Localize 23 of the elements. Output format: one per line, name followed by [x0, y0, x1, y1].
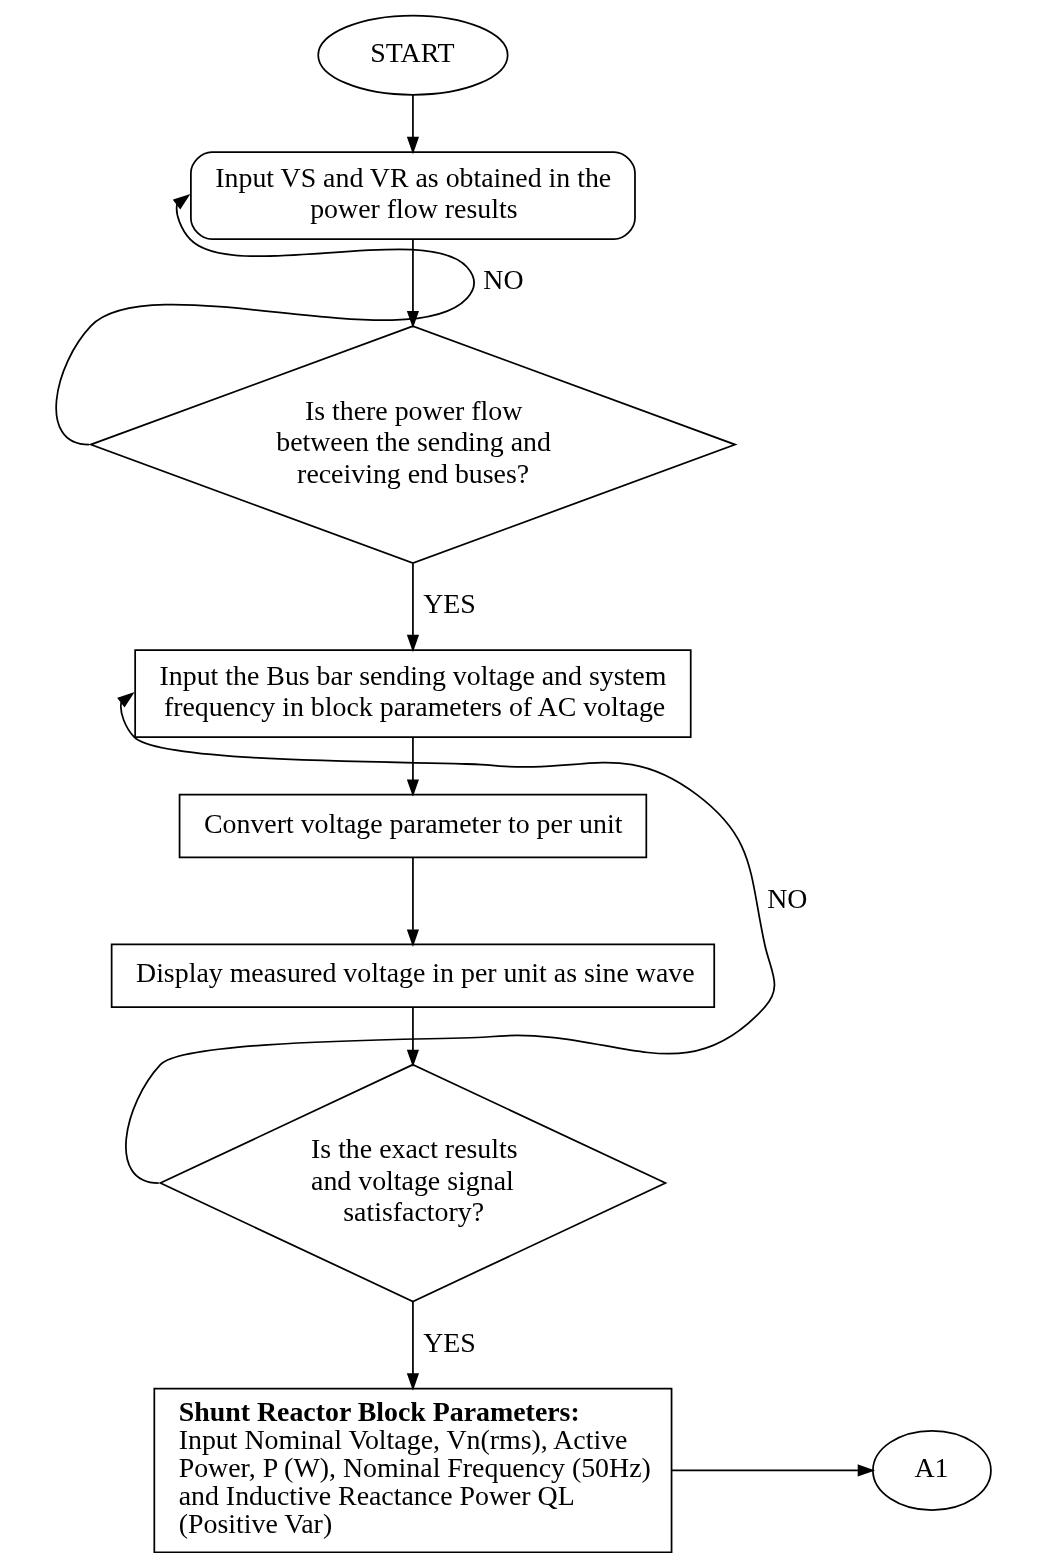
arrow — [406, 94, 419, 155]
arrow — [670, 1464, 875, 1477]
arrow — [54, 193, 475, 446]
arrow — [406, 562, 419, 653]
node-box: Display measured voltage in per unit as sine wave — [110, 943, 715, 1008]
node-box: Convert voltage parameter to per unit — [178, 793, 647, 859]
arrow — [406, 1301, 419, 1391]
edge-label: NO — [766, 882, 808, 914]
arrow — [406, 857, 419, 947]
node-diamond: Is there power flow between the sending and receiving end buses? — [87, 325, 738, 564]
node-ellipse: A1 — [871, 1429, 992, 1511]
arrow — [406, 1006, 419, 1068]
edge-label: NO — [482, 264, 524, 296]
edge-label: YES — [422, 1326, 476, 1358]
node-box: Shunt Reactor Block Parameters: Input Nominal Voltage, Vn(rms), Active Power, P (W), Nominal Frequency (50Hz) and Inductive Reactance Power QL (Positive Var) — [152, 1387, 672, 1554]
node-box: Input the Bus bar sending voltage and system frequency in block parameters of AC voltage — [133, 649, 692, 739]
node-diamond: Is the exact results and voltage signal satisfactory? — [157, 1063, 667, 1303]
edge-label: YES — [422, 588, 476, 620]
node-ellipse: START — [316, 14, 509, 96]
arrow — [406, 238, 419, 329]
arrow — [116, 692, 775, 1184]
arrow — [406, 736, 419, 797]
node-box: Input VS and VR as obtained in the power flow results — [189, 151, 636, 240]
